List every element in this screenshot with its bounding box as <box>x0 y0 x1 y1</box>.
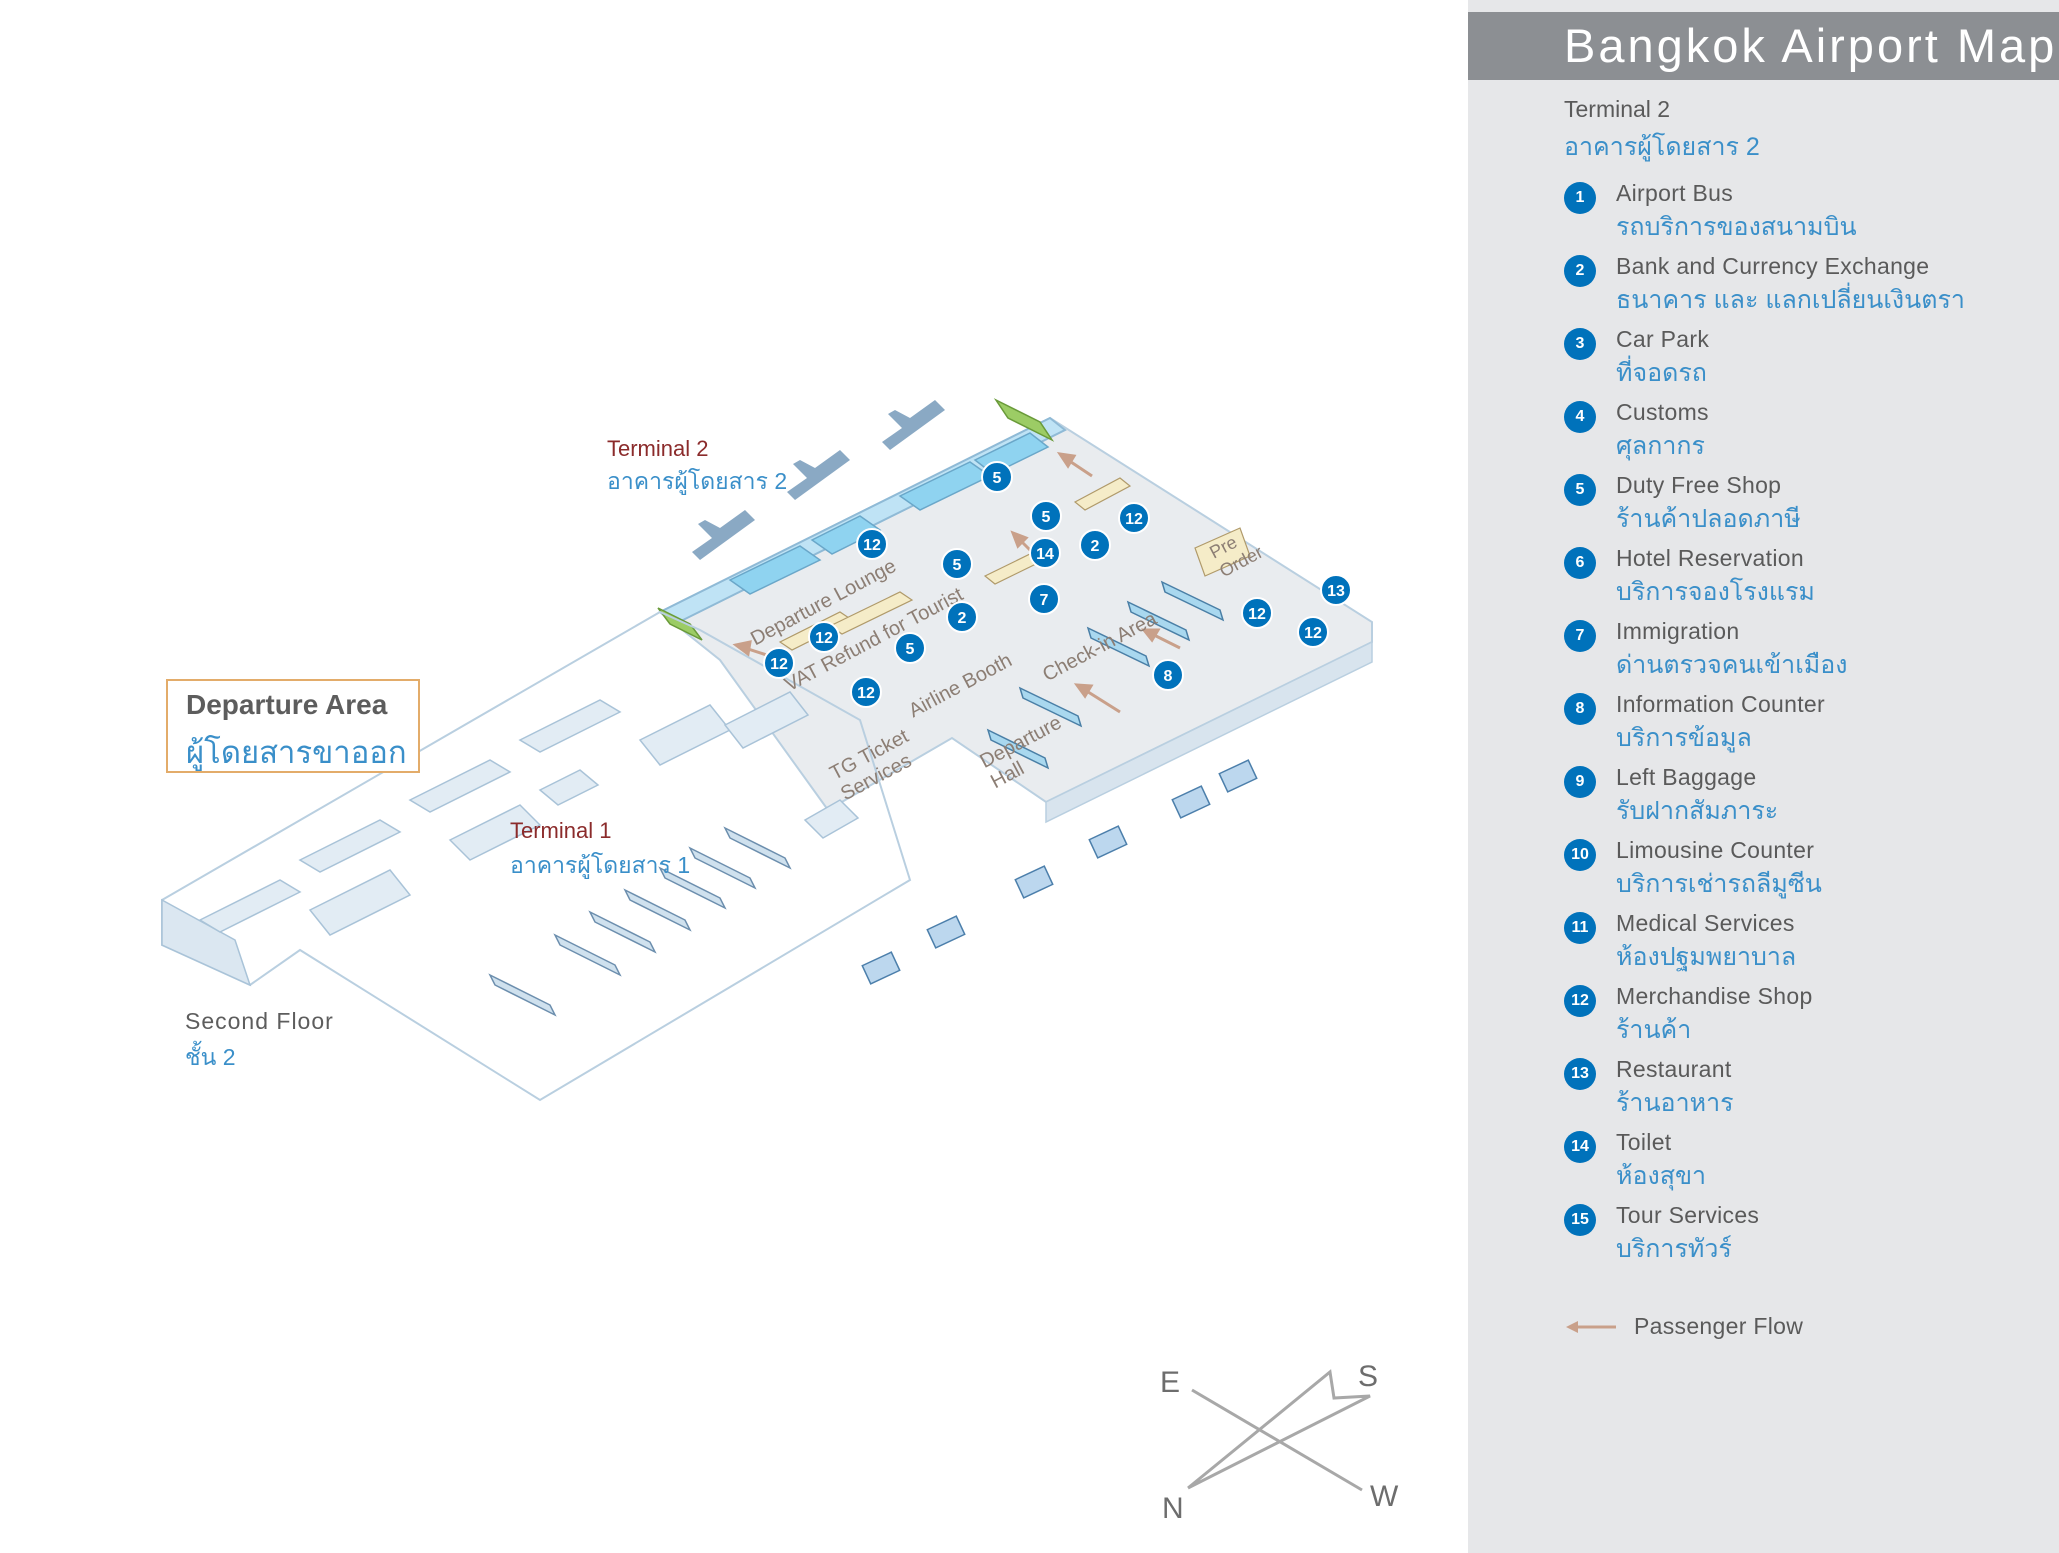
legend-label: Duty Free Shop <box>1616 472 1782 498</box>
passenger-flow-label: Passenger Flow <box>1634 1313 1804 1339</box>
map-marker: 2 <box>1079 529 1111 561</box>
legend-number-badge: 7 <box>1564 620 1596 652</box>
legend-label: Merchandise Shop <box>1616 983 1813 1009</box>
terminal2-thai-label: อาคารผู้โดยสาร 2 <box>607 468 788 494</box>
legend-number-badge: 4 <box>1564 401 1596 433</box>
map-marker: 12 <box>763 647 795 679</box>
terminal-heading-label: Terminal 2 <box>1564 96 1671 122</box>
legend-thai-label: ที่จอดรถ <box>1616 359 1707 387</box>
map-marker: 12 <box>1297 616 1329 648</box>
legend-label: Toilet <box>1616 1129 1672 1155</box>
legend-thai-label: รถบริการของสนามบิน <box>1616 213 1857 241</box>
compass-south: S <box>1358 1360 1379 1393</box>
legend-number-badge: 1 <box>1564 182 1596 214</box>
legend-label: Tour Services <box>1616 1202 1760 1228</box>
legend-label: Restaurant <box>1616 1056 1732 1082</box>
legend-thai-label: ด่านตรวจคนเข้าเมือง <box>1616 651 1848 679</box>
legend-thai-label: บริการข้อมูล <box>1616 724 1752 752</box>
compass-rose <box>1187 1369 1371 1492</box>
floor-thai-label: ชั้น 2 <box>185 1044 236 1070</box>
map-marker: 5 <box>981 461 1013 493</box>
legend-label: Car Park <box>1616 326 1710 352</box>
legend-thai-label: ธนาคาร และ แลกเปลี่ยนเงินตรา <box>1616 286 1965 314</box>
legend-label: Information Counter <box>1616 691 1825 717</box>
map-marker: 12 <box>1118 502 1150 534</box>
legend-label: Left Baggage <box>1616 764 1757 790</box>
legend-number-badge: 9 <box>1564 766 1596 798</box>
map-marker: 12 <box>1241 597 1273 629</box>
legend-label: Limousine Counter <box>1616 837 1815 863</box>
legend-label: Immigration <box>1616 618 1740 644</box>
compass-west: W <box>1370 1480 1399 1513</box>
terminal1-label: Terminal 1 <box>510 818 612 843</box>
legend-number-badge: 14 <box>1564 1131 1596 1163</box>
legend-label: Bank and Currency Exchange <box>1616 253 1930 279</box>
departure-area-label: Departure Area <box>186 689 388 720</box>
departure-area-thai-label: ผู้โดยสารขาออก <box>186 735 407 770</box>
legend-number-badge: 3 <box>1564 328 1596 360</box>
map-marker: 8 <box>1152 659 1184 691</box>
airport-map: Terminal 2 อาคารผู้โดยสาร 2 Terminal 1 อ… <box>161 398 1399 1525</box>
map-marker: 2 <box>946 601 978 633</box>
legend-number-badge: 8 <box>1564 693 1596 725</box>
terminal2-label: Terminal 2 <box>607 436 709 461</box>
terminal-floorplan <box>161 398 1373 1492</box>
legend-thai-label: รับฝากสัมภาระ <box>1616 797 1779 825</box>
map-marker: 13 <box>1320 574 1352 606</box>
legend-label: Medical Services <box>1616 910 1795 936</box>
legend-thai-label: ร้านค้าปลอดภาษี <box>1616 505 1801 533</box>
legend-sidebar: Bangkok Airport Map Terminal 2 อาคารผู้โ… <box>1468 0 2059 1553</box>
legend-thai-label: บริการทัวร์ <box>1616 1235 1732 1263</box>
map-marker: 12 <box>850 676 882 708</box>
map-marker: 5 <box>894 632 926 664</box>
legend-thai-label: บริการเช่ารถลีมูซีน <box>1616 870 1822 898</box>
map-marker: 12 <box>808 621 840 653</box>
legend-thai-label: บริการจองโรงแรม <box>1616 578 1815 606</box>
legend-thai-label: ห้องปฐมพยาบาล <box>1616 943 1797 971</box>
map-marker: 14 <box>1029 537 1061 569</box>
legend-number-badge: 6 <box>1564 547 1596 579</box>
legend-label: Customs <box>1616 399 1709 425</box>
legend-number-badge: 10 <box>1564 839 1596 871</box>
legend-thai-label: ศุลกากร <box>1616 432 1705 460</box>
legend-number-badge: 13 <box>1564 1058 1596 1090</box>
legend-number-badge: 15 <box>1564 1204 1596 1236</box>
flow-arrow-icon <box>1566 1321 1616 1333</box>
map-marker: 5 <box>941 548 973 580</box>
legend-number-badge: 5 <box>1564 474 1596 506</box>
map-marker: 5 <box>1030 500 1062 532</box>
terminal-heading: Terminal 2 อาคารผู้โดยสาร 2 <box>1564 96 1760 167</box>
floor-label: Second Floor <box>185 1008 334 1034</box>
legend-number-badge: 12 <box>1564 985 1596 1017</box>
legend-label: Airport Bus <box>1616 180 1734 206</box>
map-marker: 12 <box>856 528 888 560</box>
legend-thai-label: ร้านค้า <box>1616 1016 1692 1044</box>
legend-number-badge: 2 <box>1564 255 1596 287</box>
legend-thai-label: ร้านอาหาร <box>1616 1089 1734 1117</box>
terminal-heading-thai-label: อาคารผู้โดยสาร 2 <box>1564 133 1760 161</box>
departure-area-box: Departure Area ผู้โดยสารขาออก <box>166 679 420 773</box>
legend-number-badge: 11 <box>1564 912 1596 944</box>
terminal1-thai-label: อาคารผู้โดยสาร 1 <box>510 852 691 878</box>
map-marker: 7 <box>1028 583 1060 615</box>
legend-label: Hotel Reservation <box>1616 545 1804 571</box>
compass-east: E <box>1160 1366 1181 1399</box>
legend-thai-label: ห้องสุขา <box>1616 1162 1707 1190</box>
compass-north: N <box>1162 1492 1184 1525</box>
map-title: Bangkok Airport Map <box>1468 12 2059 80</box>
